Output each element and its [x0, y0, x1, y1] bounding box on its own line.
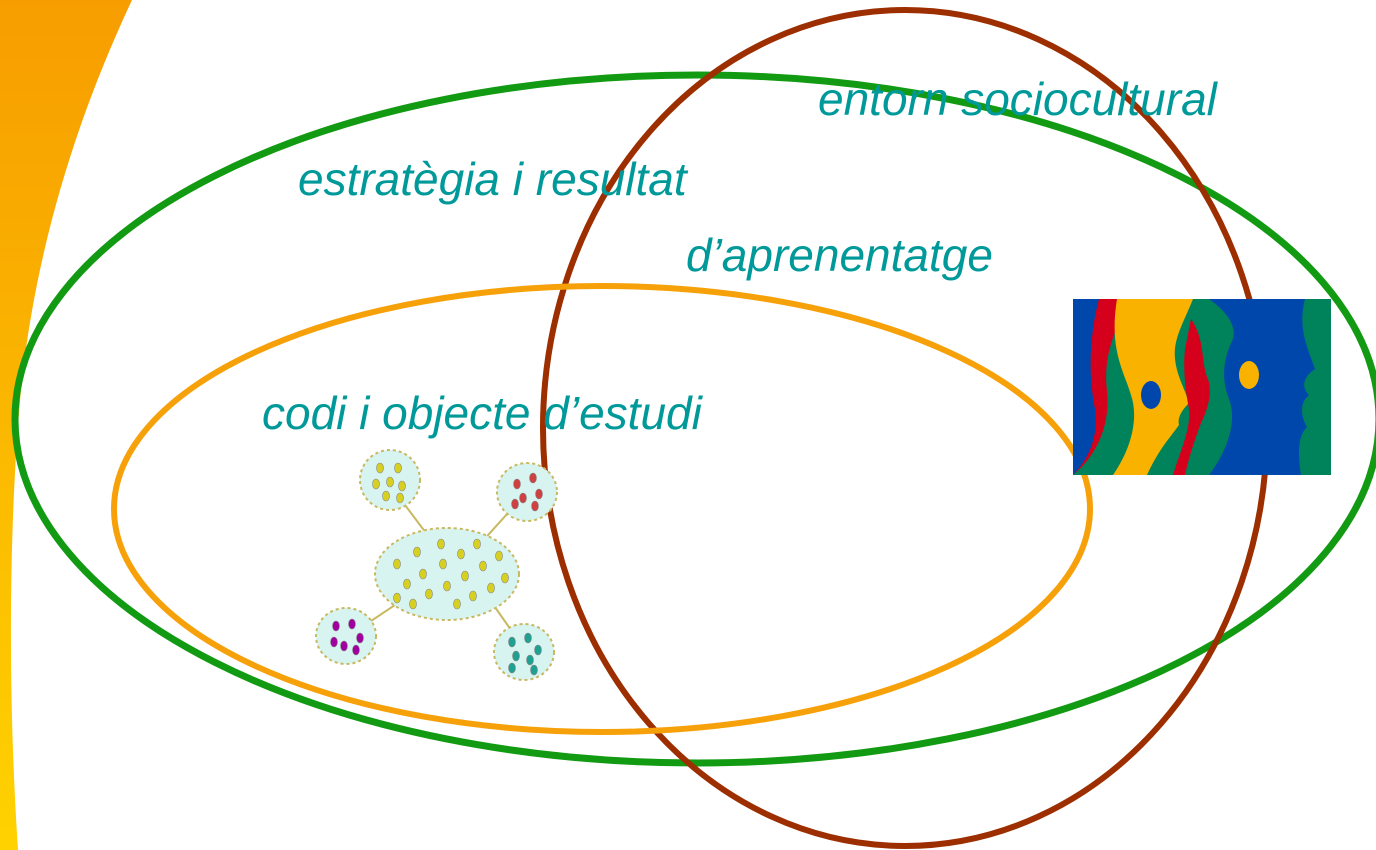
green-ellipse-strategy [11, 71, 1376, 767]
network-node [524, 632, 532, 644]
network-node [348, 618, 356, 630]
network-node [393, 592, 401, 604]
network-node [352, 644, 360, 656]
label-strategy-line2: d’aprenentatge [686, 229, 993, 281]
network-node [519, 492, 527, 504]
network-node [530, 664, 538, 676]
network-node [512, 650, 520, 662]
network-node [330, 636, 338, 648]
network-node [340, 640, 348, 652]
network-node [526, 654, 534, 666]
network-node [531, 500, 539, 512]
network-node [437, 538, 445, 550]
network-node [535, 488, 543, 500]
network-node [382, 490, 390, 502]
network-node [495, 550, 503, 562]
network-node [501, 572, 509, 584]
network-node [457, 548, 465, 560]
network-node [479, 560, 487, 572]
network-node [413, 546, 421, 558]
network-node [461, 570, 469, 582]
network-node [508, 662, 516, 674]
network-node [473, 538, 481, 550]
network-node [439, 558, 447, 570]
network-cluster-2 [496, 462, 558, 522]
network-node [396, 492, 404, 504]
network-node [453, 598, 461, 610]
faces-logo-icon [1073, 299, 1331, 475]
european-day-of-languages-logo [1073, 299, 1331, 475]
network-node [469, 590, 477, 602]
network-cluster-4 [315, 607, 377, 665]
network-node [409, 598, 417, 610]
network-node [372, 478, 380, 490]
orange-ellipse-code [111, 283, 1093, 735]
network-cluster-5 [493, 623, 555, 681]
network-node [386, 476, 394, 488]
network-node [529, 472, 537, 484]
cluster-network-icon [315, 449, 558, 681]
corner-decoration [0, 0, 132, 850]
network-node [393, 558, 401, 570]
network-node [508, 636, 516, 648]
network-node [398, 480, 406, 492]
network-node [419, 568, 427, 580]
network-node [513, 478, 521, 490]
network-node [376, 462, 384, 474]
network-node [332, 620, 340, 632]
network-node [356, 632, 364, 644]
network-node [534, 644, 542, 656]
network-node [403, 578, 411, 590]
network-node [394, 462, 402, 474]
network-cluster-3 [374, 527, 520, 621]
label-code-object: codi i objecte d’estudi [262, 387, 702, 439]
label-strategy-line1: estratègia i resultat [298, 153, 687, 205]
network-node [443, 580, 451, 592]
network-node [511, 498, 519, 510]
network-node [487, 582, 495, 594]
label-entorn-sociocultural: entorn sociocultural [818, 73, 1217, 125]
network-node [425, 588, 433, 600]
